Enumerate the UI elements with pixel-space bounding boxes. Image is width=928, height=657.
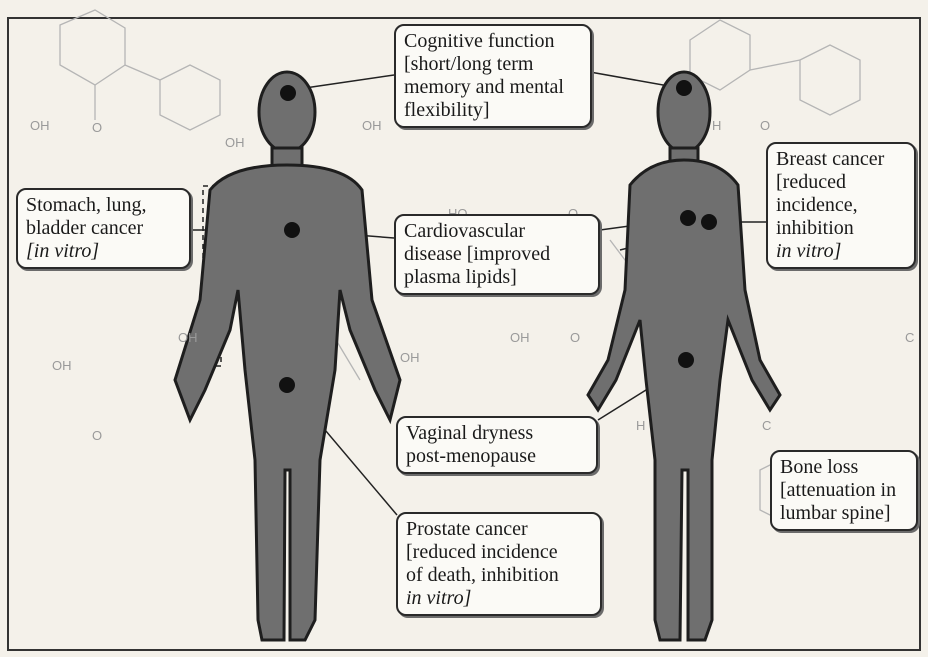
label-line: Breast cancer bbox=[776, 148, 906, 171]
label-line: disease [improved bbox=[404, 243, 590, 266]
label-line: Cognitive function bbox=[404, 30, 582, 53]
label-line: bladder cancer bbox=[26, 217, 181, 240]
chem-label: H bbox=[712, 118, 721, 133]
label-cognitive-function: Cognitive function [short/long term memo… bbox=[394, 24, 592, 128]
label-vaginal-dryness: Vaginal dryness post-menopause bbox=[396, 416, 598, 474]
label-line: [reduced incidence bbox=[406, 541, 592, 564]
chem-label: C bbox=[762, 418, 771, 433]
label-line: Vaginal dryness bbox=[406, 422, 588, 445]
label-line: [short/long term bbox=[404, 53, 582, 76]
label-line: plasma lipids] bbox=[404, 266, 590, 289]
label-line: flexibility] bbox=[404, 99, 582, 122]
label-line: Prostate cancer bbox=[406, 518, 592, 541]
label-line: memory and mental bbox=[404, 76, 582, 99]
label-line: [attenuation in bbox=[780, 479, 908, 502]
chem-label: O bbox=[760, 118, 770, 133]
label-bone-loss: Bone loss [attenuation in lumbar spine] bbox=[770, 450, 918, 531]
male-figure bbox=[175, 72, 400, 640]
label-line: Cardiovascular bbox=[404, 220, 590, 243]
label-line: post-menopause bbox=[406, 445, 588, 468]
label-line: of death, inhibition bbox=[406, 564, 592, 587]
label-line: [in vitro] bbox=[26, 240, 181, 263]
chem-label: OH bbox=[178, 330, 198, 345]
label-line: incidence, bbox=[776, 194, 906, 217]
label-breast-cancer: Breast cancer [reduced incidence, inhibi… bbox=[766, 142, 916, 269]
label-cardiovascular: Cardiovascular disease [improved plasma … bbox=[394, 214, 600, 295]
chem-label: OH bbox=[362, 118, 382, 133]
chem-label: OH bbox=[400, 350, 420, 365]
chem-label: OH bbox=[52, 358, 72, 373]
label-line: Stomach, lung, bbox=[26, 194, 181, 217]
label-prostate-cancer: Prostate cancer [reduced incidence of de… bbox=[396, 512, 602, 616]
label-line: [reduced bbox=[776, 171, 906, 194]
chem-label: OH bbox=[510, 330, 530, 345]
chem-label: O bbox=[92, 428, 102, 443]
chem-label: H bbox=[636, 418, 645, 433]
chem-label: C bbox=[905, 330, 914, 345]
chem-label: O bbox=[92, 120, 102, 135]
label-line: lumbar spine] bbox=[780, 502, 908, 525]
chem-label: O bbox=[570, 330, 580, 345]
chem-label: OH bbox=[225, 135, 245, 150]
label-line: Bone loss bbox=[780, 456, 908, 479]
label-stomach-lung-bladder: Stomach, lung, bladder cancer [in vitro] bbox=[16, 188, 191, 269]
chem-label: OH bbox=[30, 118, 50, 133]
label-line: in vitro] bbox=[776, 240, 906, 263]
label-line: inhibition bbox=[776, 217, 906, 240]
label-line: in vitro] bbox=[406, 587, 592, 610]
